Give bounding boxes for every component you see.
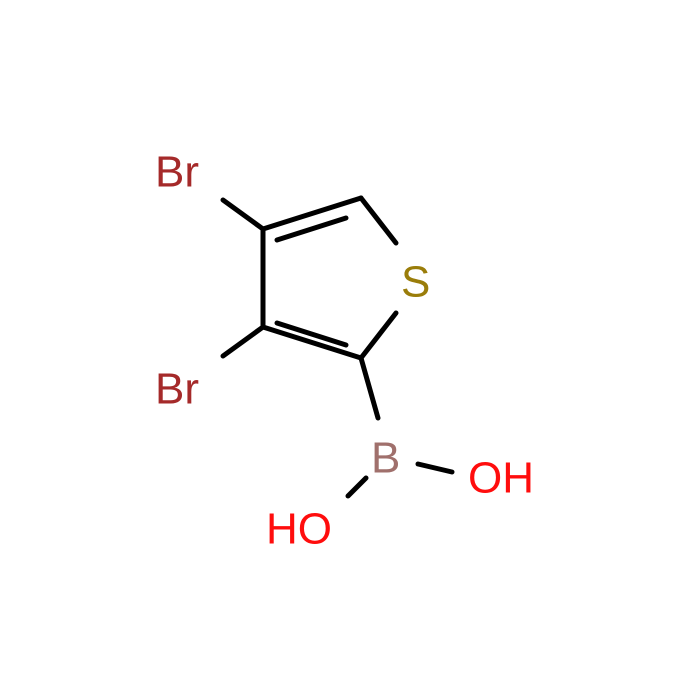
bond-c2-c3-inner bbox=[274, 320, 349, 348]
atom-sulfur: S bbox=[401, 258, 430, 307]
bond-c5-s bbox=[358, 195, 399, 246]
atom-hydroxyl-right: OH bbox=[468, 454, 534, 503]
bond-b-oh-left bbox=[345, 475, 369, 499]
bond-c2-c3 bbox=[260, 324, 364, 361]
bond-s-c2 bbox=[358, 310, 399, 361]
atom-br-lower: Br bbox=[155, 365, 199, 414]
bond-c4-c5-inner bbox=[274, 215, 349, 243]
bond-c2-b bbox=[358, 355, 381, 421]
bond-c4-c5 bbox=[260, 195, 364, 232]
atom-boron: B bbox=[371, 434, 400, 483]
atom-hydroxyl-left: HO bbox=[266, 505, 332, 554]
bond-c3-br bbox=[220, 324, 266, 359]
atom-br-upper: Br bbox=[155, 148, 199, 197]
bond-c4-br bbox=[220, 197, 266, 232]
bond-b-oh-right bbox=[415, 461, 455, 475]
